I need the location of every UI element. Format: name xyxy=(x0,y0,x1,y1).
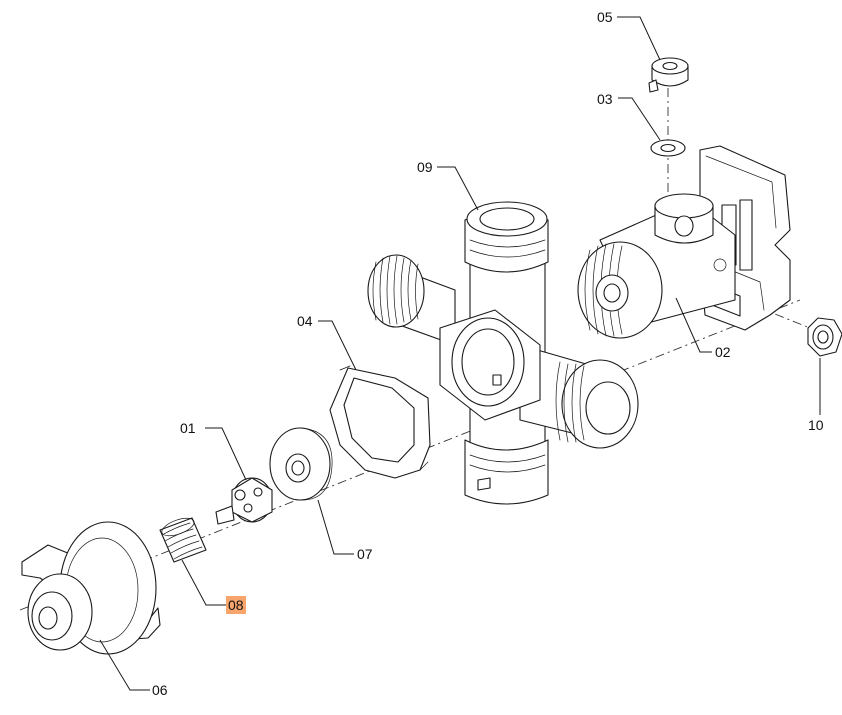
label-04: 04 xyxy=(297,313,313,329)
part-09-cross-body xyxy=(367,201,639,505)
part-labels: 01 02 03 04 05 06 07 08 09 10 xyxy=(152,9,824,698)
center-hub xyxy=(439,309,541,421)
label-06: 06 xyxy=(152,682,168,698)
part-07-disc xyxy=(269,427,333,501)
left-threaded-arm xyxy=(367,254,456,346)
label-01: 01 xyxy=(180,420,196,436)
label-10: 10 xyxy=(808,417,824,433)
label-02: 02 xyxy=(715,344,731,360)
part-01-insert xyxy=(215,477,273,525)
label-08: 08 xyxy=(228,597,244,613)
label-08-highlight xyxy=(226,596,246,614)
part-03-washer xyxy=(650,139,686,157)
part-04-gasket xyxy=(329,365,431,479)
part-10-hex-nut xyxy=(807,317,842,357)
part-05-top-nut xyxy=(648,57,689,93)
leader-lines xyxy=(99,16,821,691)
label-07: 07 xyxy=(357,546,373,562)
label-05: 05 xyxy=(597,9,613,25)
label-03: 03 xyxy=(597,91,613,107)
label-09: 09 xyxy=(417,159,433,175)
part-08-spring xyxy=(159,517,207,563)
part-06-end-cap xyxy=(21,521,161,655)
part-02-housing xyxy=(577,145,791,339)
